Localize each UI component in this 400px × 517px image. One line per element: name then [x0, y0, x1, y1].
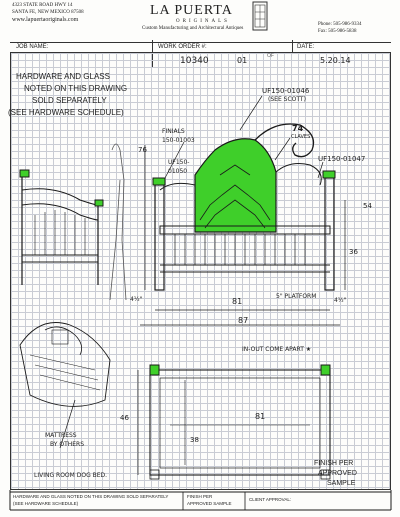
dim-54: 54 [363, 202, 372, 210]
claves-label: CLAVES [291, 134, 311, 140]
footer-disclaimer-1: HARDWARE AND GLASS NOTED ON THIS DRAWING… [13, 494, 169, 499]
hardware-note-1: HARDWARE AND GLASS [16, 72, 110, 81]
website: www.lapuertaoriginals.com [12, 17, 79, 23]
dim-36: 36 [349, 248, 358, 256]
knockdown-note: IN-OUT COME APART ★ [242, 346, 312, 353]
dim-46: 46 [120, 414, 129, 422]
dim-38: 38 [190, 436, 199, 444]
hardware-note-3: SOLD SEPARATELY [32, 96, 107, 105]
of-label: OF [267, 53, 274, 59]
tagline: Custom Manufacturing and Architectural A… [142, 26, 244, 31]
fax: Fax: 505-986-5838 [318, 29, 357, 34]
job-name-label: JOB NAME: [16, 44, 49, 50]
dim-87: 87 [238, 316, 249, 325]
form-row [10, 42, 391, 53]
part-number-top-note: (SEE SCOTT) [268, 96, 306, 103]
footer-finish-2: APPROVED SAMPLE [187, 501, 232, 506]
claves-count: 74 [292, 124, 304, 133]
dim-81-top: 81 [232, 297, 243, 306]
dim-4-5-left: 4½" [130, 296, 143, 303]
part-number-top: UF150-01046 [262, 87, 310, 95]
work-order-value: 10340 [180, 56, 209, 66]
address-line-1: 4323 STATE ROAD HWY 14 [12, 3, 73, 8]
finish-note-3: SAMPLE [327, 480, 356, 487]
part-left-2: 01050 [168, 168, 188, 175]
date-value: 5.20.14 [320, 56, 351, 65]
part-right: UF150-01047 [318, 155, 366, 163]
work-order-label: WORK ORDER #: [158, 44, 207, 50]
address-line-2: SANTA FE, NEW MEXICO 87508 [12, 10, 84, 15]
phone: Phone: 505-986-9334 [318, 22, 362, 27]
dim-4-5-right: 4½" [334, 297, 347, 304]
brand-sub: ORIGINALS [176, 19, 230, 24]
room-label: LIVING ROOM DOG BED. [34, 472, 108, 479]
footer-finish-1: FINISH PER [187, 494, 213, 499]
brand-name: LA PUERTA [150, 3, 233, 18]
mattress-note-2: BY OTHERS [50, 441, 85, 448]
client-approval-label: CLIENT APPROVAL: [249, 497, 292, 502]
finish-note-2: APPROVED [318, 470, 357, 477]
finish-note-1: FINISH PER [314, 460, 354, 467]
part-left: UF150- [168, 159, 190, 166]
finials-label: FINIALS [162, 128, 185, 135]
work-order-suffix: 01 [237, 56, 248, 65]
dim-5-platform: 5" PLATFORM [276, 293, 317, 300]
dim-76: 76 [138, 146, 147, 154]
hardware-note-4: (SEE HARDWARE SCHEDULE) [8, 108, 124, 117]
date-label: DATE: [297, 44, 315, 50]
mattress-note: MATTRESS [45, 432, 77, 439]
hardware-note-2: NOTED ON THIS DRAWING [24, 84, 128, 93]
footer-disclaimer-2: (SEE HARDWARE SCHEDULE) [13, 501, 79, 506]
finials-part: 150-01003 [162, 137, 195, 144]
dim-81-bottom: 81 [255, 412, 266, 421]
grid-paper [10, 52, 391, 490]
